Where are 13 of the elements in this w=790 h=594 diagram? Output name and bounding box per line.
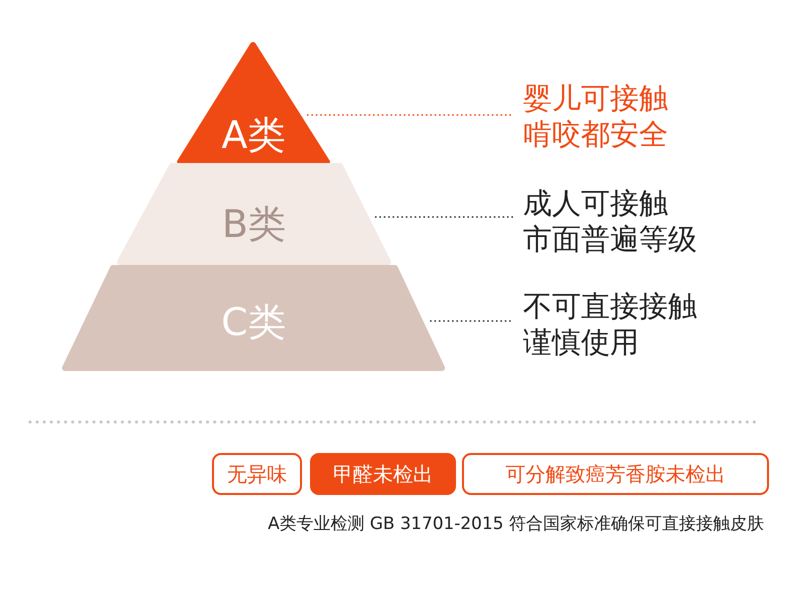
description-text: 婴儿可接触 啃咬都安全 bbox=[523, 80, 668, 152]
leader-line bbox=[375, 216, 513, 218]
tag-badge: 可分解致癌芳香胺未检出 bbox=[462, 453, 769, 495]
description-text: 不可直接接触 谨慎使用 bbox=[523, 288, 697, 360]
pyramid-tier: B类 bbox=[119, 166, 389, 263]
pyramid-tier: A类 bbox=[178, 43, 329, 164]
pyramid-tier: C类 bbox=[64, 268, 443, 369]
tag-badge: 无异味 bbox=[212, 453, 302, 495]
description-text: 成人可接触 市面普遍等级 bbox=[523, 185, 697, 257]
leader-line bbox=[307, 114, 513, 116]
tag-badge: 甲醛未检出 bbox=[310, 453, 456, 495]
footnote-text: A类专业检测 GB 31701-2015 符合国家标准确保可直接接触皮肤 bbox=[268, 513, 764, 535]
leader-line bbox=[430, 320, 513, 322]
